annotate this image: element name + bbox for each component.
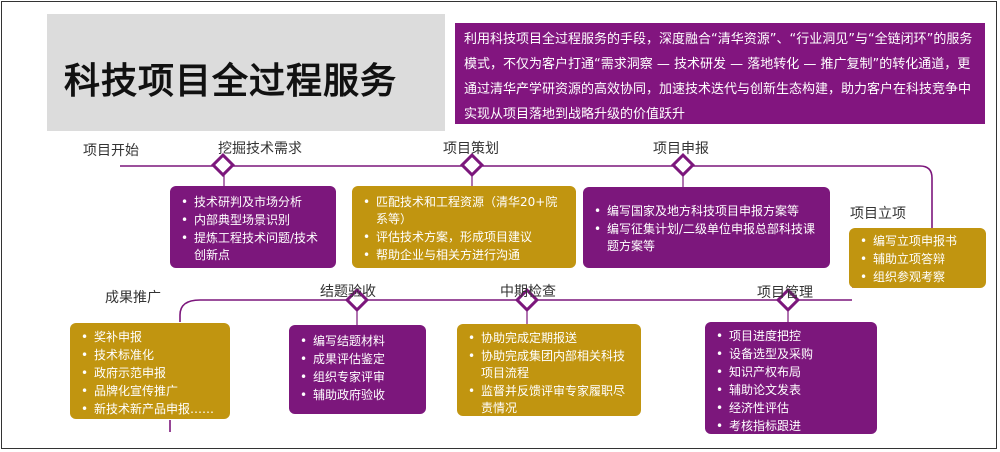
list-item: 奖补申报: [81, 329, 220, 346]
milestone-diamond-planning: [459, 152, 485, 178]
list-item: 考核指标跟进: [716, 418, 867, 435]
list-item: 内部典型场景识别: [181, 212, 326, 229]
box-midterm: 协助完成定期报送 协助完成集团内部相关科技项目流程 监督并反馈评审专家履职尽责情…: [457, 324, 641, 416]
list-item: 新技术新产品申报……: [81, 401, 220, 418]
box-planning: 匹配技术和工程资源（清华20+院系等） 评估技术方案，形成项目建议 帮助企业与相…: [352, 186, 576, 268]
box-demand: 技术研判及市场分析 内部典型场景识别 提炼工程技术问题/技术创新点: [170, 186, 336, 268]
list-item: 编写立项申报书: [860, 233, 976, 250]
milestone-diamond-acceptance: [344, 287, 370, 313]
title-banner: [47, 14, 445, 131]
stage-application-label: 项目申报: [653, 141, 709, 157]
list-item: 辅助立项答辩: [860, 251, 976, 268]
stage-management-label: 项目管理: [757, 285, 813, 301]
list-item: 编写征集计划/二级单位申报总部科技课题方案等: [594, 221, 820, 255]
box-acceptance: 编写结题材料 成果评估鉴定 组织专家评审 辅助政府验收: [289, 325, 426, 414]
milestone-diamond-application: [670, 152, 696, 178]
stage-demand-label: 挖掘技术需求: [218, 141, 302, 157]
list-item: 成果评估鉴定: [300, 351, 416, 368]
bottom-timeline-main: [179, 299, 852, 322]
list-item: 辅助论文发表: [716, 382, 867, 399]
list-item: 经济性评估: [716, 400, 867, 417]
list-item: 知识产权布局: [716, 364, 867, 381]
list-item: 评估技术方案，形成项目建议: [363, 229, 566, 246]
stage-promotion-label: 成果推广: [105, 290, 161, 306]
stage-planning-label: 项目策划: [443, 141, 499, 157]
stage-midterm-label: 中期检查: [500, 284, 556, 300]
milestone-diamond-demand: [210, 152, 236, 178]
milestone-diamond-midterm: [514, 287, 540, 313]
list-item: 设备选型及采购: [716, 346, 867, 363]
list-item: 组织参观考察: [860, 269, 976, 286]
list-item: 辅助政府验收: [300, 387, 416, 404]
description-panel: 利用科技项目全过程服务的手段，深度融合“清华资源”、“行业洞见”与“全链闭环”的…: [455, 23, 985, 124]
box-promotion: 奖补申报 技术标准化 政府示范申报 品牌化宣传推广 新技术新产品申报……: [70, 323, 230, 419]
top-timeline: [120, 165, 933, 228]
list-item: 编写国家及地方科技项目申报方案等: [594, 203, 820, 220]
list-item: 技术研判及市场分析: [181, 194, 326, 211]
list-item: 匹配技术和工程资源（清华20+院系等）: [363, 194, 566, 228]
list-item: 组织专家评审: [300, 369, 416, 386]
page-title: 科技项目全过程服务: [64, 61, 398, 102]
box-management: 项目进度把控 设备选型及采购 知识产权布局 辅助论文发表 经济性评估 考核指标跟…: [705, 322, 877, 435]
stage-approval-label: 项目立项: [850, 206, 906, 222]
stage-acceptance-label: 结题验收: [320, 284, 376, 300]
box-approval: 编写立项申报书 辅助立项答辩 组织参观考察: [849, 228, 986, 288]
list-item: 编写结题材料: [300, 333, 416, 350]
list-item: 协助完成定期报送: [468, 330, 631, 347]
list-item: 协助完成集团内部相关科技项目流程: [468, 348, 631, 382]
list-item: 政府示范申报: [81, 365, 220, 382]
list-item: 技术标准化: [81, 347, 220, 364]
list-item: 品牌化宣传推广: [81, 383, 220, 400]
list-item: 帮助企业与相关方进行沟通: [363, 247, 566, 264]
list-item: 项目进度把控: [716, 328, 867, 345]
stage-start-label: 项目开始: [83, 143, 139, 159]
list-item: 提炼工程技术问题/技术创新点: [181, 230, 326, 264]
box-application: 编写国家及地方科技项目申报方案等 编写征集计划/二级单位申报总部科技课题方案等: [583, 187, 830, 268]
milestone-diamond-management: [775, 287, 801, 313]
list-item: 监督并反馈评审专家履职尽责情况: [468, 383, 631, 417]
